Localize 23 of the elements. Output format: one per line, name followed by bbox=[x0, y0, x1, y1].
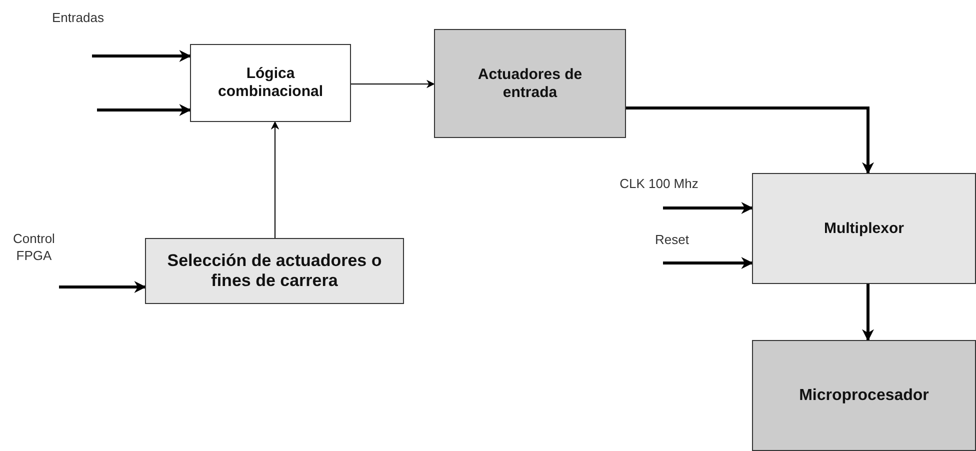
box-label: Selección de actuadores o fines de carrera bbox=[166, 250, 383, 292]
arrow bbox=[270, 121, 280, 238]
box-label: Multiplexor bbox=[824, 220, 904, 238]
arrow bbox=[59, 281, 146, 293]
process-box bbox=[752, 340, 976, 451]
arrow bbox=[92, 50, 192, 62]
arrow bbox=[350, 80, 435, 88]
signal-label: CLK 100 Mhz bbox=[618, 176, 700, 193]
box-label: Microprocesador bbox=[799, 386, 929, 406]
signal-label: Reset bbox=[654, 232, 690, 249]
signal-label: Entradas bbox=[50, 10, 106, 27]
arrow bbox=[663, 257, 754, 269]
arrow bbox=[663, 202, 754, 214]
process-box bbox=[190, 44, 351, 122]
box-label: Actuadores de entrada bbox=[476, 66, 584, 102]
process-box bbox=[145, 238, 404, 304]
process-box bbox=[752, 173, 976, 284]
process-box bbox=[434, 29, 626, 138]
signal-label: Control FPGA bbox=[12, 231, 56, 265]
arrow bbox=[862, 284, 874, 342]
box-label: Lógica combinacional bbox=[216, 65, 324, 101]
arrow bbox=[97, 104, 192, 116]
arrow bbox=[626, 106, 874, 174]
